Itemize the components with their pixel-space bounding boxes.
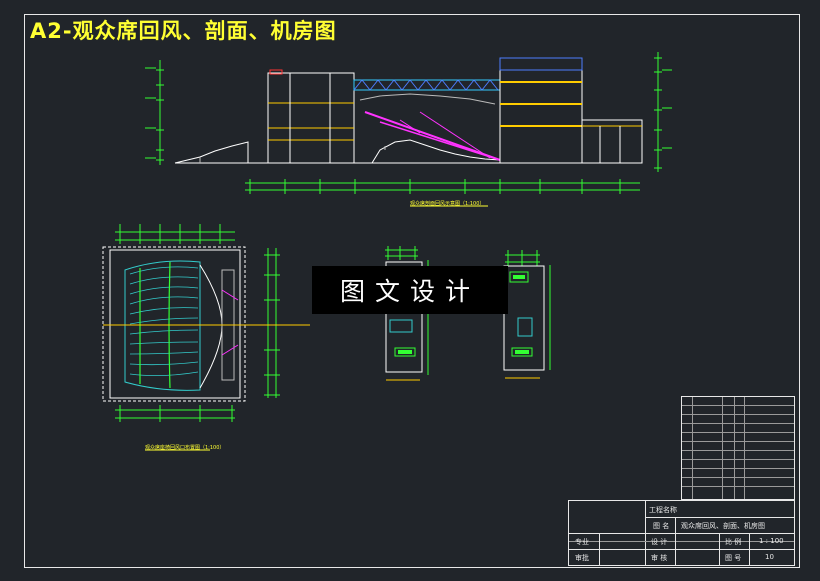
section-caption: 观众席剖面回风示意图（1:100） — [410, 201, 485, 207]
sheet-value: 10 — [765, 553, 774, 561]
review-label: 审 核 — [651, 554, 668, 562]
scale-label: 比 例 — [725, 538, 742, 546]
legend-table — [681, 396, 795, 500]
building-section — [145, 52, 672, 207]
design-label: 设 计 — [651, 538, 668, 546]
major-label: 专业 — [575, 538, 589, 546]
project-label: 工程名称 — [649, 506, 677, 514]
machine-room-plans — [385, 246, 551, 381]
watermark-text: 图文设计 — [339, 277, 480, 306]
legend-row — [682, 414, 794, 423]
drawing-name: 观众席回风、剖面、机房图 — [681, 522, 765, 530]
legend-row — [682, 441, 794, 450]
seating-plan — [102, 224, 310, 451]
plan-caption: 观众席座椅回风口布置图（1:100） — [145, 445, 225, 451]
watermark-banner: 图文设计 — [312, 266, 508, 314]
legend-row — [682, 459, 794, 468]
drawing-frame — [24, 14, 800, 568]
legend-row — [682, 423, 794, 432]
sheet-label: 图 号 — [725, 554, 742, 562]
legend-row — [682, 450, 794, 459]
approve-label: 审批 — [575, 554, 589, 562]
legend-row — [682, 477, 794, 486]
drawing-title: A2-观众席回风、剖面、机房图 — [30, 19, 337, 43]
legend-row — [682, 468, 794, 477]
title-block: 工程名称 图 名 观众席回风、剖面、机房图 专业 设 计 比 例 1 : 100… — [568, 500, 795, 566]
legend-row — [682, 405, 794, 414]
legend-row — [682, 432, 794, 441]
drawing-label: 图 名 — [653, 522, 670, 530]
legend-row — [682, 486, 794, 495]
scale-value: 1 : 100 — [759, 537, 784, 545]
